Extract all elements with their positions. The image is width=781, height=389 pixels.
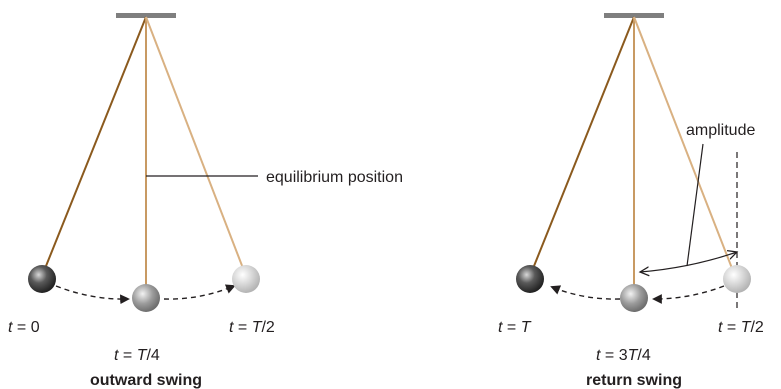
bob-t-quarter [132,284,160,312]
string-t [530,17,634,276]
string-t-half [634,17,735,276]
amplitude-label: amplitude [686,122,755,139]
label-time-t0: t = 0 [8,319,40,336]
swing-path-arrow-1 [552,287,620,299]
swing-path-arrow-2 [654,286,724,299]
panel-title-outward-swing: outward swing [90,372,202,389]
bob-t0 [28,265,56,293]
label-time-t: t = T [498,319,532,336]
bob-t-half [232,265,260,293]
panel-outward-swing: t = 0 t = T/4 t = T/2 equilibrium positi… [8,13,403,389]
label-time-t-quarter: t = T/4 [114,347,160,364]
equilibrium-position-label: equilibrium position [266,169,403,186]
bob-t [516,265,544,293]
label-time-t-half: t = T/2 [229,319,275,336]
amplitude-leader-line [687,144,703,266]
string-t0 [42,17,146,276]
panel-title-return-swing: return swing [586,372,682,389]
swing-path-arrow-2 [164,286,234,299]
bob-t-three-quarter [620,284,648,312]
label-time-t-half: t = T/2 [718,319,764,336]
panel-return-swing: t = T t = 3T/4 t = T/2 amplitude return … [498,13,764,389]
string-t-half [146,17,246,276]
label-time-t-three-quarter: t = 3T/4 [596,347,651,364]
bob-t-half [723,265,751,293]
swing-path-arrow-1 [56,286,128,299]
